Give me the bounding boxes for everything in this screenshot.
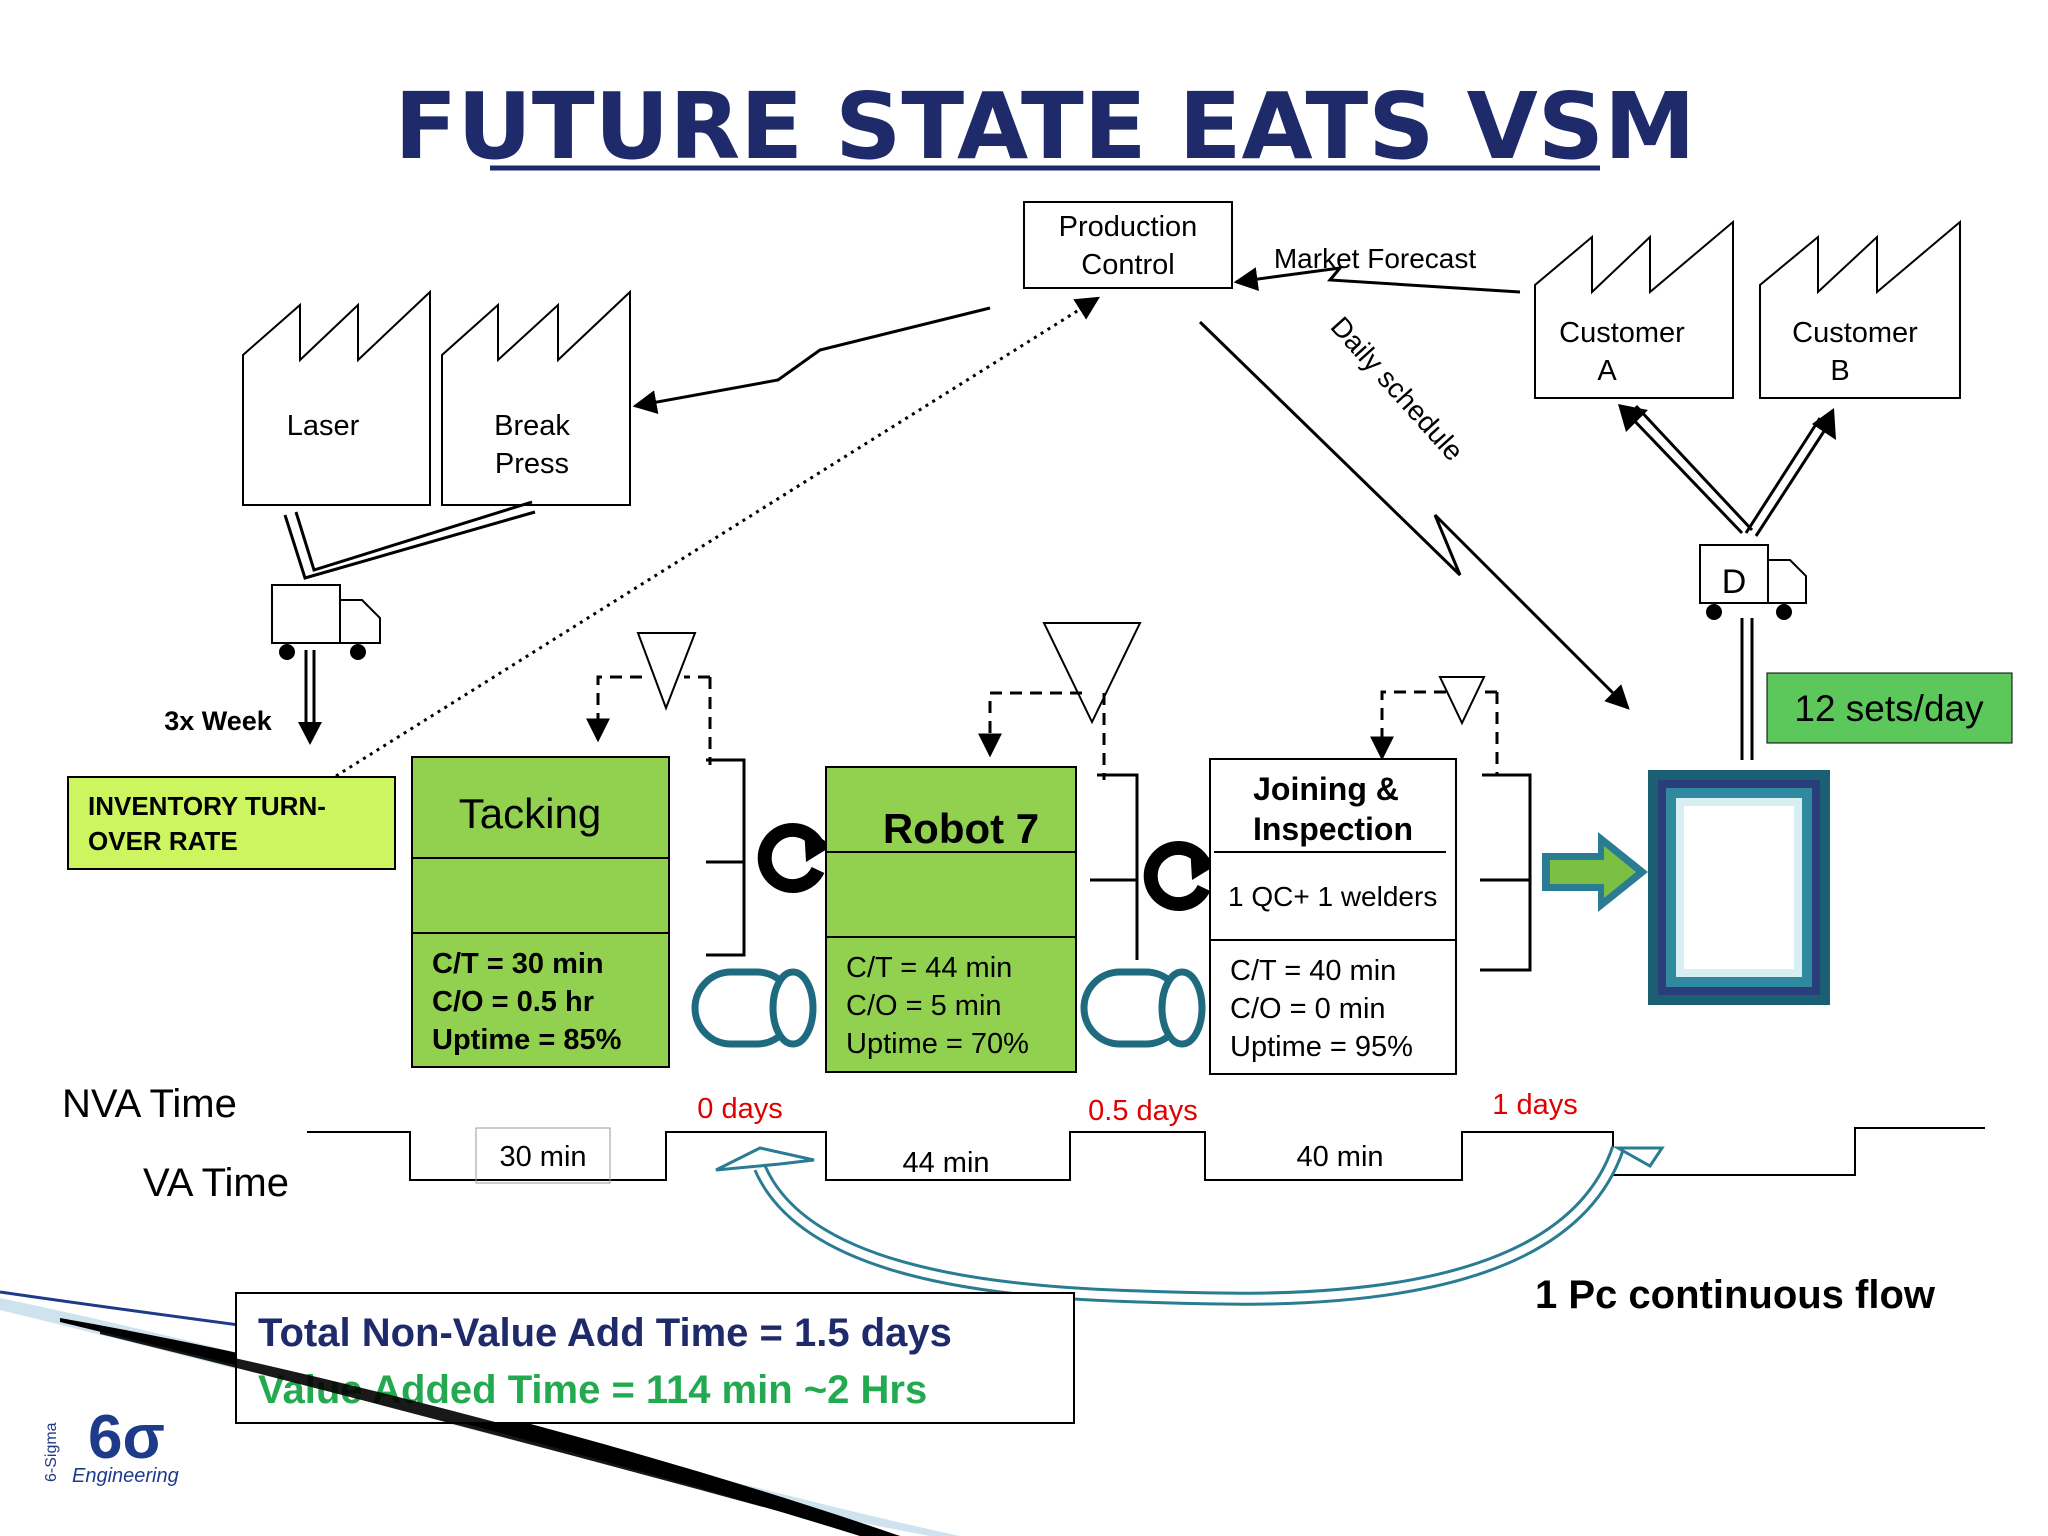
customer-truck-icon: D (1699, 544, 1807, 620)
process-box-tacking: Tacking C/T = 30 min C/O = 0.5 hr Uptime… (411, 756, 670, 1068)
factory-icon (441, 289, 631, 506)
process-co: C/O = 0.5 hr (432, 986, 594, 1018)
logo-word: Engineering (72, 1465, 179, 1487)
customer-shipment-arrows (1618, 404, 1836, 537)
factory-icon (1534, 219, 1734, 399)
continuous-flow-label: 1 Pc continuous flow (1535, 1273, 1936, 1317)
factory-icon (242, 289, 431, 506)
nva-time-label: NVA Time (62, 1082, 237, 1126)
process-box-joining-inspection: Joining & Inspection 1 QC+ 1 welders C/T… (1209, 758, 1457, 1075)
customer-b-line2: B (1830, 355, 1849, 387)
six-sigma-logo: 6-Sigma 6σ Engineering (43, 1403, 179, 1487)
inventory-turnover-line1: INVENTORY TURN- (88, 791, 326, 821)
kanban-loop-1 (586, 632, 712, 765)
process-name-line2: Inspection (1253, 811, 1413, 847)
daily-schedule-label: Daily schedule (1325, 311, 1470, 467)
nva-value-1: 0 days (697, 1093, 782, 1125)
timeline-ladder (307, 1127, 1985, 1181)
supplier-shipment-down-arrow (298, 650, 322, 745)
process-co: C/O = 5 min (846, 990, 1002, 1022)
supplier-shipment-lines (283, 500, 536, 580)
process-box-robot7: Robot 7 C/T = 44 min C/O = 5 min Uptime … (825, 766, 1077, 1073)
kanban-triangle-icon (636, 632, 697, 711)
va-time-label: VA Time (143, 1161, 289, 1205)
customer-b-factory: Customer B (1759, 219, 1961, 399)
va-value-box-1: 30 min (475, 1127, 611, 1184)
slide-swoosh-overlay (100, 1330, 900, 1536)
sets-per-day-label: 12 sets/day (1794, 688, 1984, 729)
customer-a-line1: Customer (1559, 317, 1685, 349)
process-name-line1: Joining & (1253, 771, 1399, 807)
process-name: Robot 7 (883, 805, 1039, 852)
market-forecast-label: Market Forecast (1274, 243, 1476, 274)
truck-to-supermarket-lines (1740, 618, 1754, 760)
finished-goods-arrow (1542, 832, 1648, 912)
process-uptime: Uptime = 85% (432, 1024, 622, 1056)
production-control-line1: Production (1059, 211, 1198, 243)
production-control-line2: Control (1081, 249, 1175, 281)
customer-b-line1: Customer (1792, 317, 1918, 349)
va-value-2: 44 min (902, 1147, 989, 1179)
customer-a-factory: Customer A (1534, 219, 1734, 399)
market-forecast-arrow: Market Forecast (1233, 243, 1521, 294)
factory-icon (1759, 219, 1961, 399)
production-control-box: Production Control (1023, 201, 1233, 289)
sets-per-day-box: 12 sets/day (1766, 672, 2013, 744)
supplier-laser-label: Laser (287, 410, 360, 442)
supplier-laser-factory: Laser (242, 289, 431, 506)
inventory-info-dotted-line (335, 296, 1101, 778)
supplier-break-press-factory: Break Press (441, 289, 631, 506)
va-value-3: 40 min (1296, 1141, 1383, 1173)
process-ct: C/T = 44 min (846, 952, 1012, 984)
process-ct: C/T = 40 min (1230, 955, 1396, 987)
process-staffing: 1 QC+ 1 welders (1228, 881, 1437, 912)
pull-cycle-icon-2 (1143, 841, 1218, 911)
continuous-flow-arrow (715, 1145, 1665, 1306)
supplier-truck-icon (271, 584, 381, 660)
supplier-break-press-line1: Break (494, 410, 570, 442)
delivery-label: D (1722, 563, 1747, 601)
supplier-break-press-line2: Press (495, 448, 569, 480)
supplier-info-arrow (632, 306, 991, 414)
logo-symbol: 6σ (88, 1403, 165, 1472)
nva-value-3: 1 days (1492, 1089, 1577, 1121)
process-uptime: Uptime = 70% (846, 1028, 1029, 1060)
pull-cycle-icon-1 (757, 823, 832, 893)
process-name: Tacking (459, 790, 601, 837)
va-value-1: 30 min (499, 1141, 586, 1173)
finished-goods-box (1648, 770, 1830, 1005)
supermarket-icon-1 (706, 758, 746, 957)
process-uptime: Uptime = 95% (1230, 1031, 1413, 1063)
inventory-turnover-box: INVENTORY TURN- OVER RATE (67, 776, 396, 870)
nva-value-2: 0.5 days (1088, 1095, 1198, 1127)
customer-a-line2: A (1597, 355, 1617, 387)
kanban-loop-2 (978, 622, 1142, 780)
page-title: FUTURE STATE EATS VSM (394, 73, 1695, 180)
process-co: C/O = 0 min (1230, 993, 1386, 1025)
summary-nva-total: Total Non-Value Add Time = 1.5 days (258, 1311, 952, 1355)
delivery-frequency-label: 3x Week (164, 706, 273, 736)
fifo-cylinder-icon-1 (691, 968, 817, 1048)
logo-vertical-text: 6-Sigma (43, 1422, 60, 1482)
inventory-turnover-line2: OVER RATE (88, 826, 238, 856)
supermarket-icon-3 (1480, 773, 1532, 972)
supermarket-icon-2 (1090, 773, 1139, 960)
summary-box: Total Non-Value Add Time = 1.5 days Valu… (235, 1292, 1075, 1424)
kanban-triangle-icon (1042, 622, 1142, 725)
fifo-cylinder-icon-2 (1080, 968, 1206, 1048)
kanban-triangle-icon (1438, 676, 1486, 726)
process-ct: C/T = 30 min (432, 948, 604, 980)
kanban-loop-3 (1370, 676, 1499, 775)
